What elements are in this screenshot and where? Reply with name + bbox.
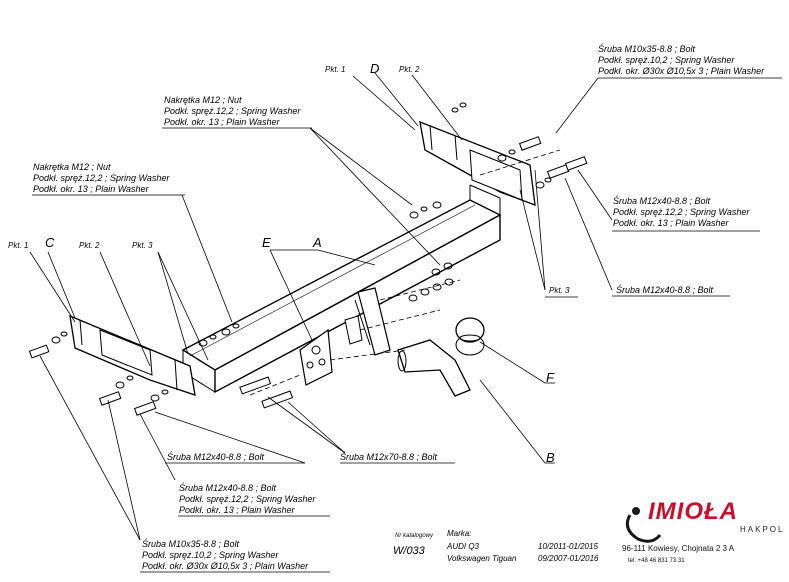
leader-lines: [29, 72, 782, 573]
ball-neck-b: [397, 317, 485, 397]
label-pkt2-top: Pkt. 2: [399, 65, 420, 74]
brand-logo: IMIOŁA HAKPOL 96-111 Kowiesy, Chojnata 2…: [618, 498, 783, 568]
bracket-d: [419, 120, 536, 206]
socket-plate-e: [299, 328, 333, 386]
catalog-date-1: 10/2011-01/2015: [538, 542, 598, 551]
bolts: [28, 136, 588, 416]
label-b: B: [546, 450, 555, 465]
note-bolt-bottom-left: Śruba M10x35-8.8 ; Bolt Podkł. spręż.10,…: [142, 539, 309, 571]
catalog-date-2: 09/2007-01/2016: [538, 554, 599, 563]
label-pkt1-left: Pkt. 1: [8, 241, 29, 250]
label-pkt1-top: Pkt. 1: [325, 65, 346, 74]
label-pkt3-right: Pkt. 3: [549, 286, 570, 295]
label-d: D: [370, 61, 380, 76]
assembly-lines: [249, 149, 561, 396]
brand-tel: tel. +48 46 831 73 31: [628, 558, 685, 564]
note-bolt-m70: Śruba M12x70-8.8 ; Bolt: [340, 452, 438, 462]
note-bolt-top-right: Śruba M10x35-8.8 ; Bolt Podkł. spręż.10,…: [598, 44, 765, 76]
note-nut-left: Nakrętka M12 ; Nut Podkł. spręż.12,2 ; S…: [33, 162, 170, 194]
label-f: F: [546, 370, 554, 385]
catalog-model-1: AUDI Q3: [447, 542, 480, 551]
brand-logo-word: IMIOŁA: [648, 498, 738, 525]
note-nut-top: Nakrętka M12 ; Nut Podkł. spręż.12,2 ; S…: [164, 95, 301, 127]
bracket-c: [69, 314, 196, 396]
brand-logo-sub: HAKPOL: [740, 525, 785, 534]
label-e: E: [262, 235, 271, 250]
catalog-nr-value: W/033: [393, 545, 425, 557]
label-a: A: [313, 235, 322, 250]
note-bolt-m40-single: Śruba M12x40-8.8 ; Bolt: [167, 452, 265, 462]
catalog-nr-label: Nr katalogowy: [395, 533, 434, 539]
label-pkt2-left: Pkt. 2: [79, 241, 100, 250]
note-bolt-right-mid: Śruba M12x40-8.8 ; Bolt Podkł. spręż.12,…: [613, 196, 750, 228]
neck-holder: [344, 287, 391, 356]
label-c: C: [45, 235, 55, 250]
catalog-marka-label: Marka:: [447, 529, 472, 538]
note-bolt-right-single: Śruba M12x40-8.8 ; Bolt: [616, 285, 714, 295]
catalog-model-2: Volkswagen Tiguan: [447, 554, 517, 563]
label-pkt3-left: Pkt. 3: [132, 241, 153, 250]
brand-address: 96-111 Kowiesy, Chojnata 2 3 A: [622, 544, 735, 553]
note-bolt-bottom-mid: Śruba M12x40-8.8 ; Bolt Podkł. spręż.12,…: [179, 483, 316, 515]
washers: [51, 102, 552, 402]
hakpol-logo-mark: [625, 507, 662, 543]
